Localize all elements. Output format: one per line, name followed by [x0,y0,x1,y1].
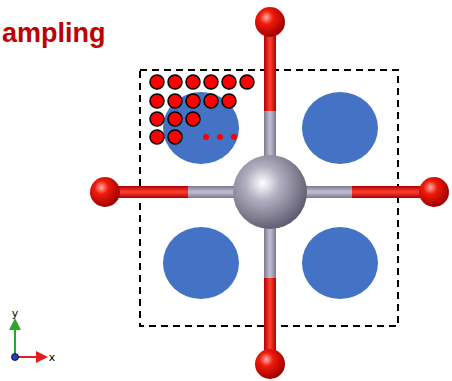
blue-regions [163,92,378,299]
atoms [90,7,449,379]
sampling-dots [150,75,254,144]
ellipsis-dots [203,134,237,140]
axis-indicator [12,324,43,361]
bonds [112,30,428,358]
axis-label: x [49,352,56,363]
heading: ampling [2,20,106,47]
axis-label: y [12,308,19,319]
